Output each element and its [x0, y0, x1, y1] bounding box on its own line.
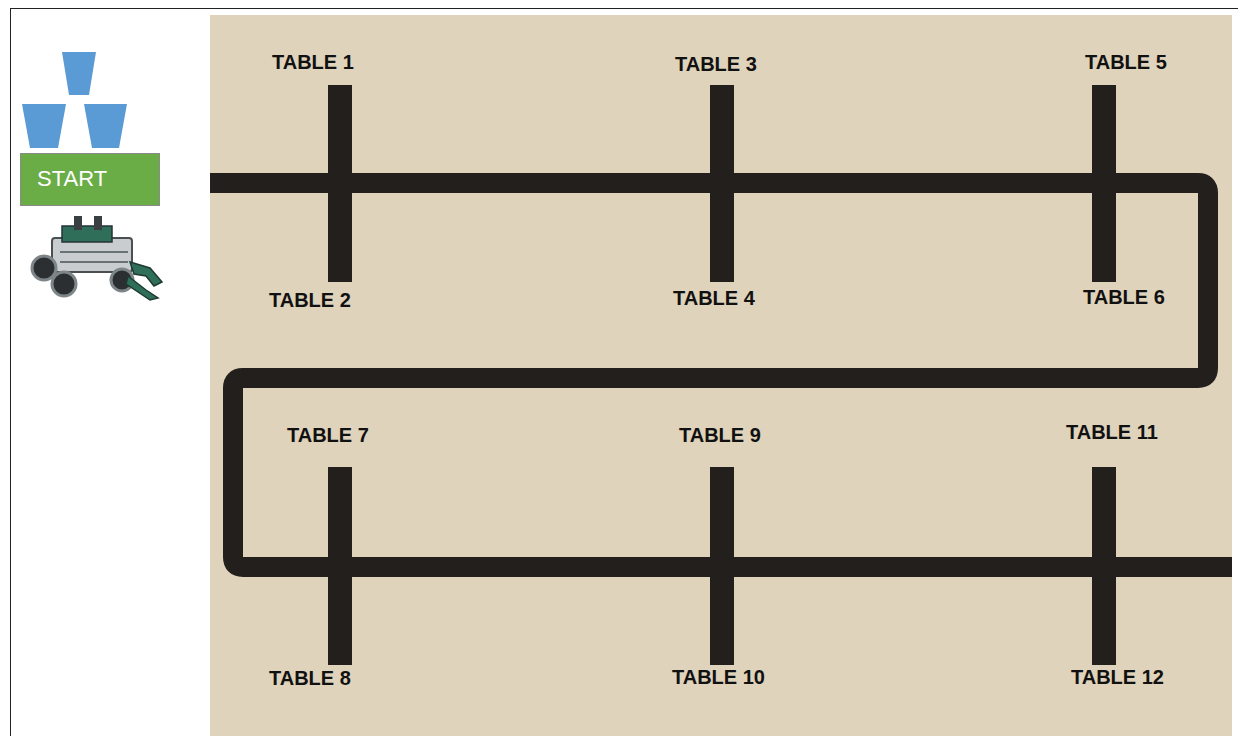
table-label: TABLE 10	[672, 666, 765, 688]
table-label: TABLE 11	[1066, 421, 1158, 443]
start-box: START	[20, 153, 160, 206]
table-label: TABLE 6	[1083, 286, 1165, 308]
table-label: TABLE 1	[272, 51, 354, 73]
table-label: TABLE 2	[269, 289, 351, 311]
table-label: TABLE 12	[1071, 666, 1164, 688]
start-text: START	[37, 167, 107, 191]
cup-icon	[84, 104, 127, 148]
table-label: TABLE 9	[679, 424, 761, 446]
track-line	[210, 183, 1232, 567]
field-ground	[210, 15, 1232, 736]
table-label: TABLE 8	[269, 667, 351, 689]
table-label: TABLE 7	[287, 424, 369, 446]
table-label: TABLE 4	[673, 287, 755, 309]
table-label: TABLE 5	[1085, 51, 1167, 73]
cup-icon	[62, 52, 96, 95]
cup-icon	[22, 104, 66, 148]
robot-picture	[32, 216, 162, 300]
table-label: TABLE 3	[675, 53, 757, 75]
outer-frame	[11, 9, 1238, 736]
